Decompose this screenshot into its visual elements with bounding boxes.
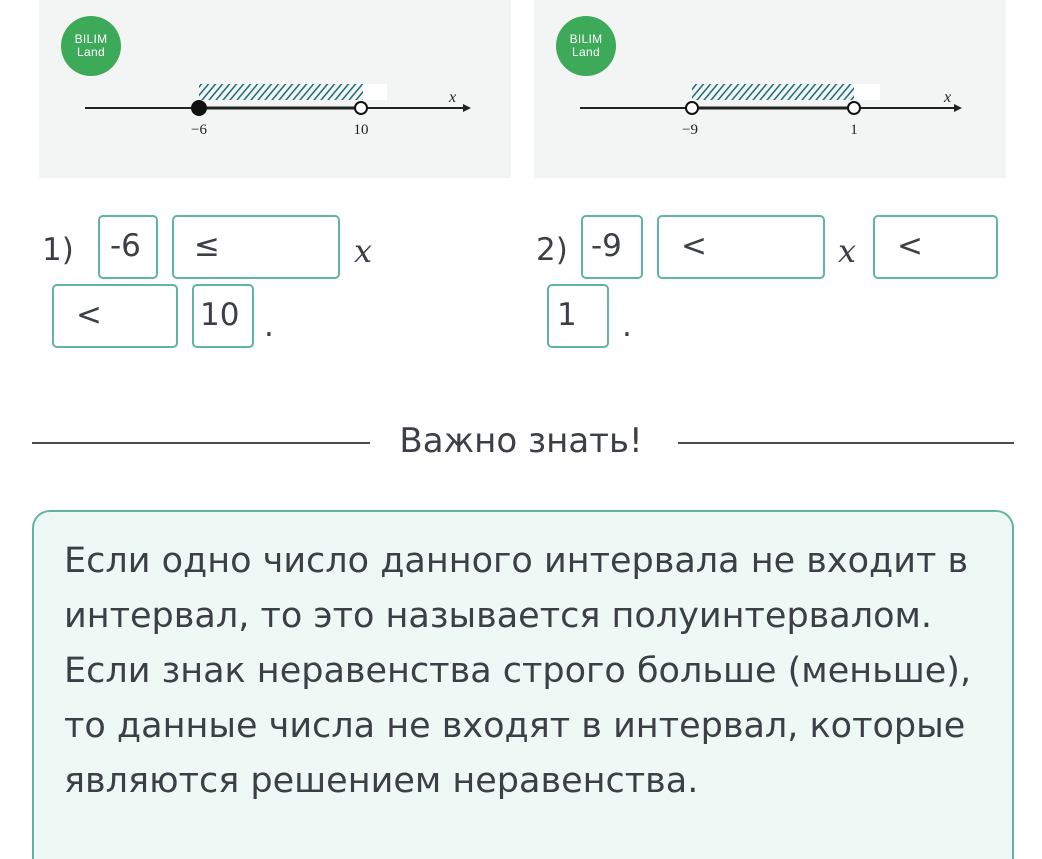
divider-right <box>678 442 1014 444</box>
bilimland-logo: BILIM Land <box>61 16 121 76</box>
axis-variable: x <box>448 89 456 106</box>
number-line-1: x −6 10 <box>85 84 471 138</box>
task-2-answer-box-d[interactable]: 1 <box>547 284 609 348</box>
task-2-number: 2) <box>536 232 568 268</box>
closed-point <box>191 100 207 116</box>
axis-arrow <box>954 104 962 112</box>
number-line-panel-1: BILIM Land x −6 10 <box>39 0 511 178</box>
task-1-variable: x <box>354 232 373 270</box>
task-2-variable: x <box>838 232 857 270</box>
task-1-answer-box-b[interactable]: ≤ <box>172 215 340 279</box>
axis-arrow <box>463 104 471 112</box>
task-1-answer-box-d[interactable]: 10 <box>192 284 254 348</box>
number-line-panel-2: BILIM Land x −9 1 <box>534 0 1006 178</box>
right-endpoint-label: 1 <box>850 122 858 138</box>
task-2-answer-box-a[interactable]: -9 <box>581 215 643 279</box>
divider-left <box>32 442 370 444</box>
number-line-2: x −9 1 <box>580 84 962 138</box>
left-endpoint-label: −9 <box>682 122 698 138</box>
solution-hatch <box>199 84 363 100</box>
task-2-period: . <box>622 308 632 344</box>
open-point <box>847 101 861 115</box>
axis-variable: x <box>943 89 951 106</box>
important-heading: Важно знать! <box>399 421 643 461</box>
task-1-answer-box-a[interactable]: -6 <box>98 215 158 279</box>
open-point <box>354 101 368 115</box>
task-2-answer-box-c[interactable]: < <box>873 215 998 279</box>
bilimland-logo: BILIM Land <box>556 16 616 76</box>
solution-hatch <box>692 84 854 100</box>
task-1-period: . <box>264 308 274 344</box>
task-1-answer-box-c[interactable]: < <box>52 284 178 348</box>
right-endpoint-label: 10 <box>354 122 369 138</box>
open-point <box>685 101 699 115</box>
important-info-text: Если одно число данного интервала не вхо… <box>64 541 972 801</box>
task-1-number: 1) <box>42 232 74 268</box>
task-2-answer-box-b[interactable]: < <box>657 215 825 279</box>
left-endpoint-label: −6 <box>191 122 207 138</box>
important-info-card: Если одно число данного интервала не вхо… <box>32 510 1014 859</box>
